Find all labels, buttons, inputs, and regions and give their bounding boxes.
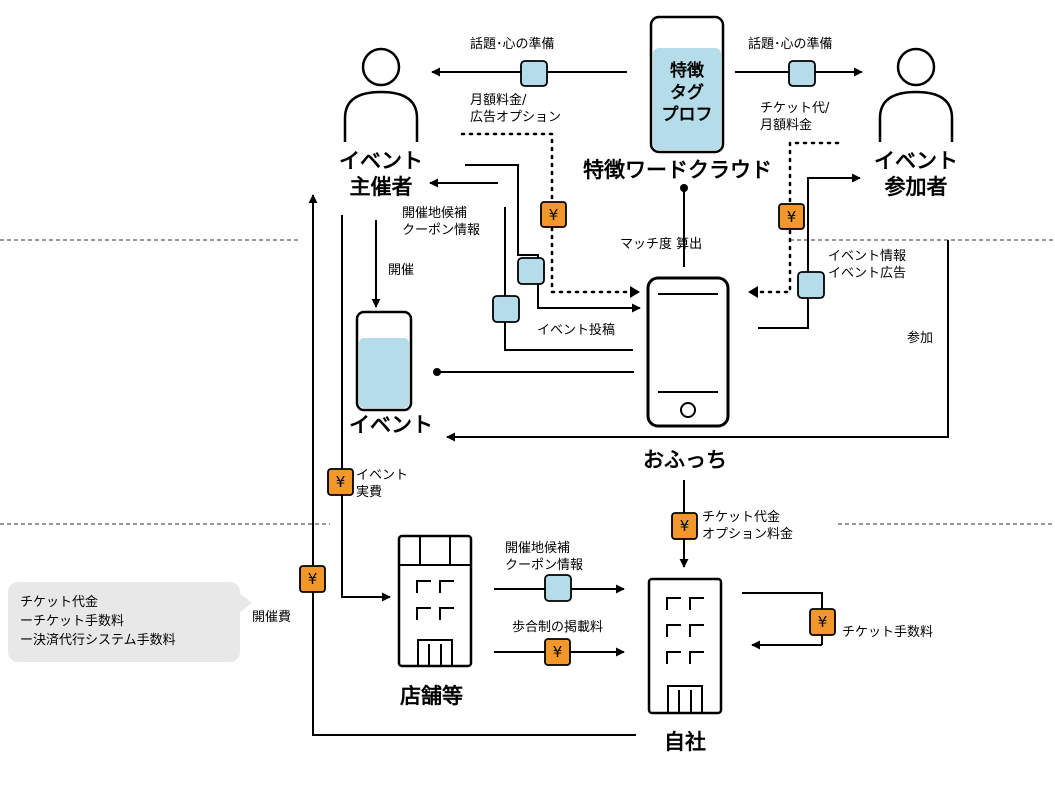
company-label: 自社 <box>664 730 706 754</box>
participant-person-icon <box>878 47 954 142</box>
message-box-post <box>517 257 545 285</box>
note-line: ー決済代行システム手数料 <box>20 633 176 648</box>
tag-card-line: タグ <box>670 83 704 103</box>
store-building-icon <box>397 534 473 668</box>
event-post-label: イベント投稿 <box>537 323 616 338</box>
tag-card-line: プロフ <box>661 105 713 125</box>
tag-card-line: 特徴 <box>670 61 704 81</box>
topic-left-label: 話題･心の準備 <box>470 37 555 52</box>
note-line: ーチケット手数料 <box>20 614 125 629</box>
message-box-topic-right <box>788 60 816 87</box>
ticket-fee-label: チケット手数料 <box>842 625 934 640</box>
tag-card-label: 特徴 タグ プロフ <box>651 60 723 126</box>
organizer-person-icon <box>343 47 419 142</box>
section-dividers <box>0 239 1055 525</box>
yen-icon: ¥ <box>336 473 346 491</box>
word-cloud-label: 特徴ワードクラウド <box>583 158 772 182</box>
yen-boxes <box>299 201 836 666</box>
smartphone-icon <box>646 276 730 428</box>
yen-icon: ¥ <box>818 613 828 631</box>
yen-icon: ¥ <box>553 643 563 661</box>
event-label: イベント <box>349 413 433 437</box>
tag-card-icon <box>649 15 725 154</box>
event-connector-dot <box>433 368 441 376</box>
event-glass-icon <box>355 310 413 412</box>
event-info-label: イベント情報 イベント広告 <box>828 249 907 281</box>
topic-right-label: 話題･心の準備 <box>748 37 833 52</box>
company-building-icon <box>647 577 723 715</box>
message-box-event-info <box>797 271 825 299</box>
dotted-arrowhead-right <box>630 286 640 298</box>
participate-label: 参加 <box>907 331 934 346</box>
event-cost-label: イベント 実費 <box>356 468 409 500</box>
fee-note-callout: チケット代金 ーチケット手数料 ー決済代行システム手数料 <box>8 582 240 662</box>
yen-icon: ¥ <box>549 206 559 224</box>
message-box-venue <box>492 295 520 323</box>
host-label: 開催 <box>388 263 415 278</box>
venue-coupon-bottom-label: 開催地候補 クーポン情報 <box>505 541 584 573</box>
organizer-label: イベント 主催者 <box>339 149 423 199</box>
yen-icon: ¥ <box>787 208 797 226</box>
ticket-option-label: チケット代金 オプション料金 <box>702 510 794 542</box>
yen-icon: ¥ <box>308 570 318 588</box>
stores-label: 店舗等 <box>400 684 463 708</box>
note-line: チケット代金 <box>20 595 99 610</box>
message-box-coupon <box>544 574 572 602</box>
commission-fee-label: 歩合制の掲載料 <box>512 620 604 635</box>
venue-coupon-label: 開催地候補 クーポン情報 <box>402 206 481 238</box>
flow-arrows <box>308 67 949 736</box>
info-boxes <box>492 60 825 602</box>
hosting-fee-label: 開催費 <box>252 610 292 625</box>
yen-icon: ¥ <box>680 517 690 535</box>
dotted-arrowhead-left <box>748 286 758 298</box>
app-label: おふっち <box>643 448 727 472</box>
note-pointer <box>238 592 252 614</box>
message-box-topic-left <box>520 60 548 87</box>
match-score-label: マッチ度 算出 <box>620 237 703 252</box>
ticket-price-label: チケット代/ 月額料金 <box>760 101 830 133</box>
yen-symbols: ¥ ¥ ¥ ¥ ¥ ¥ ¥ <box>308 206 828 661</box>
monthly-fee-label: 月額料金/ 広告オプション <box>470 93 562 125</box>
cloud-connector-dot <box>680 184 688 192</box>
participant-label: イベント 参加者 <box>874 149 958 199</box>
